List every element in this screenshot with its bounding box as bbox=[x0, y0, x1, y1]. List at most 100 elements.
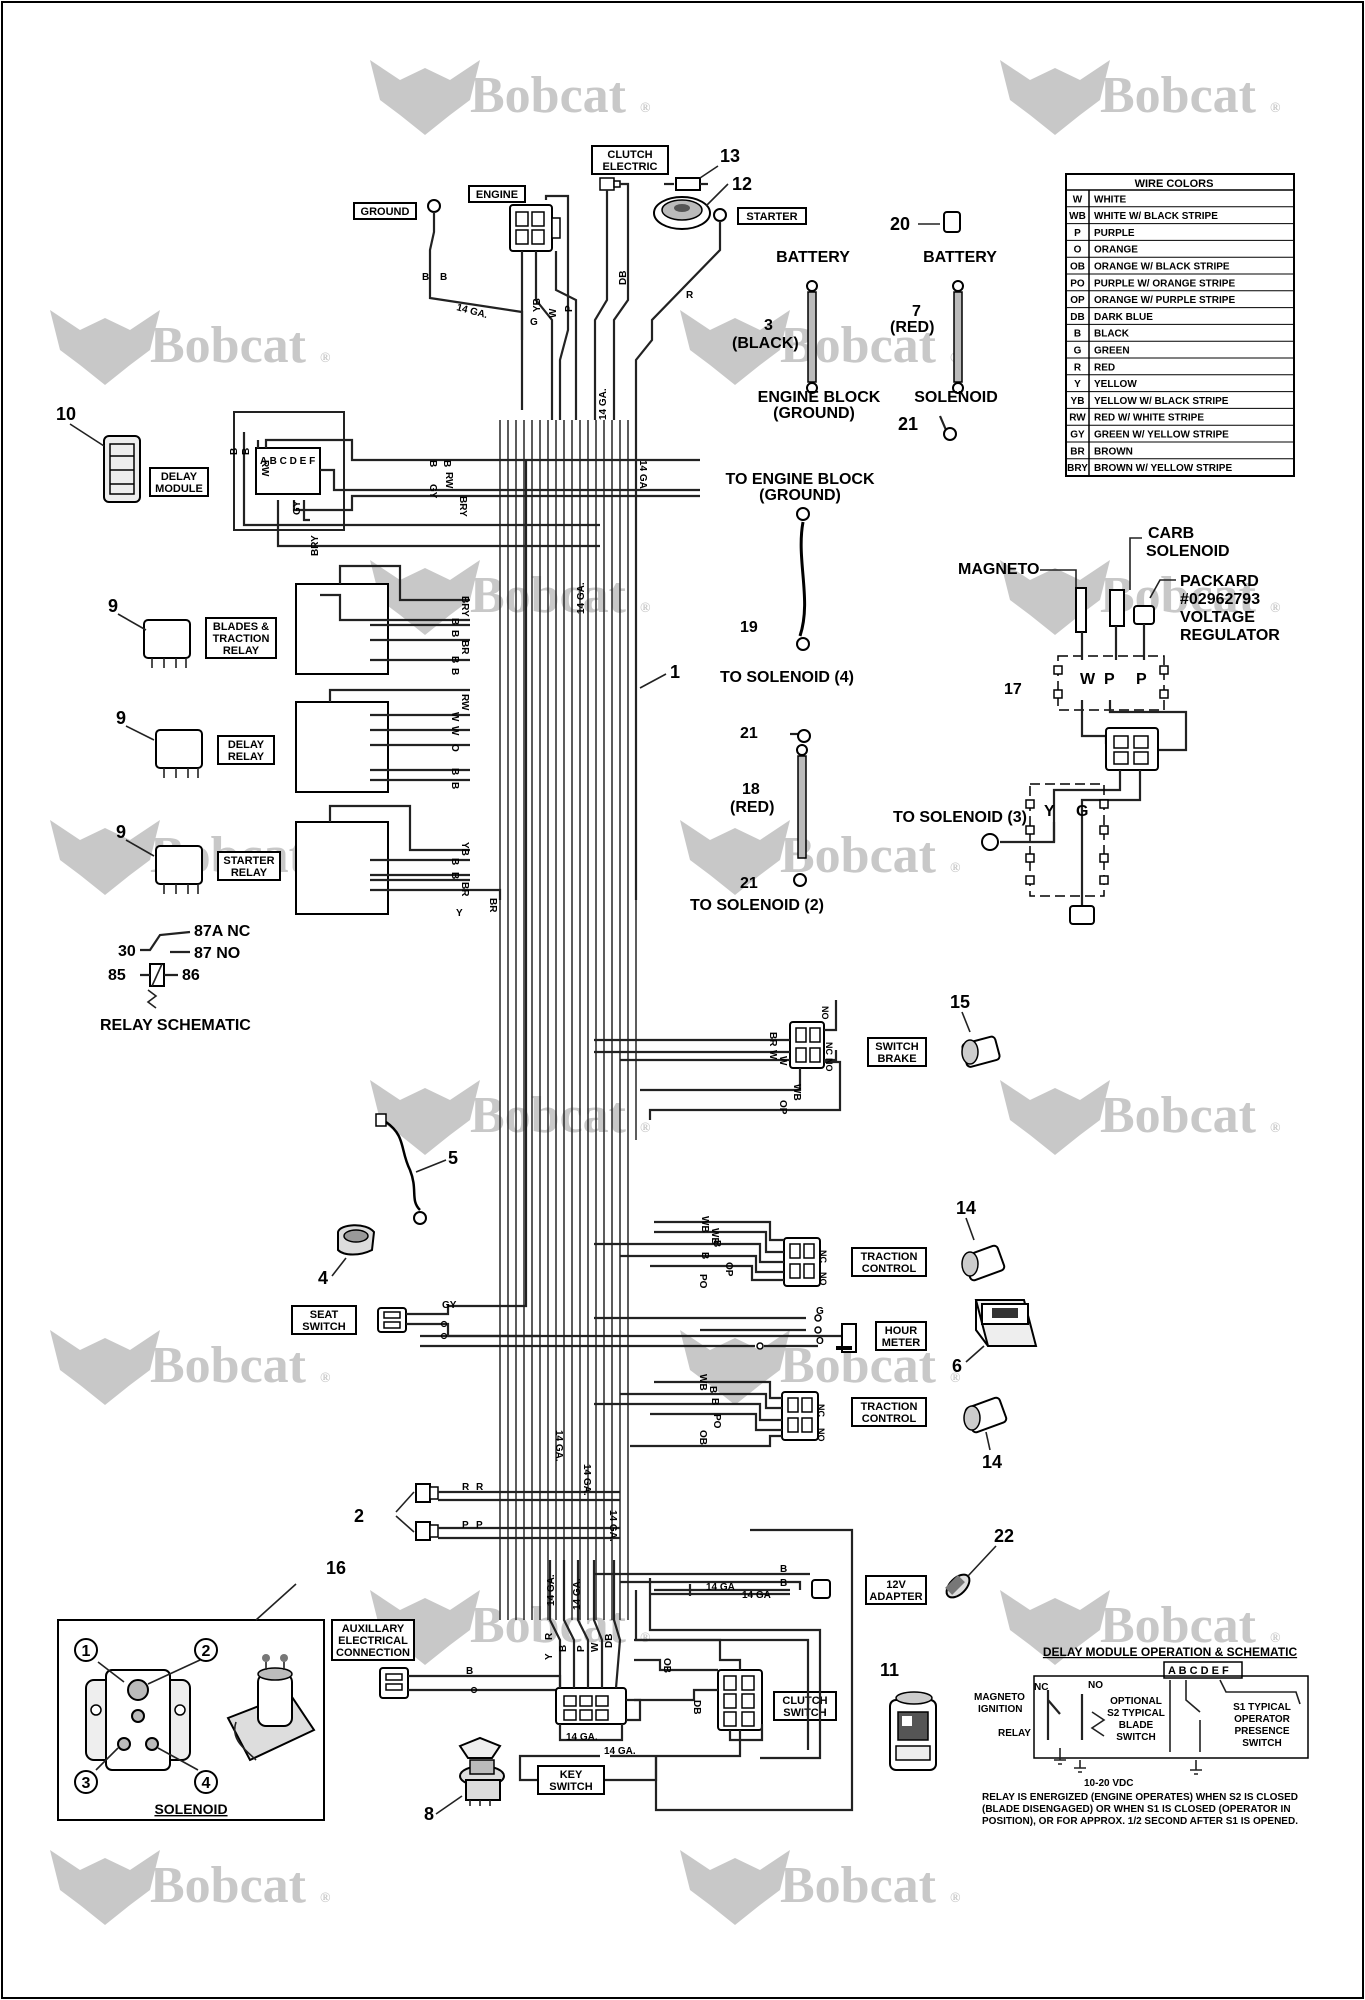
solenoid-detail: 1 2 3 4 SOLENOID bbox=[57, 1583, 325, 1821]
wire-code-b: B bbox=[466, 1666, 473, 1677]
wire-code-no: NO bbox=[824, 1058, 834, 1072]
s1-label: SWITCH bbox=[1242, 1738, 1281, 1749]
traction-control-label: CONTROL bbox=[862, 1413, 917, 1425]
key-switch-label: KEY bbox=[560, 1769, 583, 1781]
traction-control-connector: NC NO WB B B PO OB TRACTION CONTROL bbox=[594, 1374, 927, 1448]
relay-label: RELAY bbox=[998, 1728, 1031, 1739]
callout-21: 21 bbox=[740, 875, 758, 892]
wire-code-p: P bbox=[576, 1645, 587, 1652]
wire-code-b: B bbox=[422, 272, 429, 283]
wire-color-code: YB bbox=[1071, 396, 1085, 407]
wire-color-name: YELLOW W/ BLACK STRIPE bbox=[1094, 396, 1229, 407]
watermark: Bobcat® bbox=[370, 1080, 651, 1155]
watermark-text: Bobcat bbox=[470, 67, 627, 124]
wire-code-b: B bbox=[441, 460, 452, 467]
solenoid-terminal-1: 1 bbox=[82, 1643, 91, 1660]
wire-code-db: DB bbox=[618, 271, 629, 285]
wire-color-code: BR bbox=[1070, 446, 1085, 457]
gauge-label: 14 GA. bbox=[598, 388, 609, 420]
starter-relay-label: RELAY bbox=[231, 867, 268, 879]
watermark: Bobcat® bbox=[680, 1850, 961, 1925]
starter-relay: STARTER RELAY bbox=[155, 804, 502, 915]
wire-code-b: B bbox=[241, 448, 252, 455]
traction-control-label: TRACTION bbox=[861, 1401, 918, 1413]
wire-code-b: B bbox=[449, 668, 460, 675]
wire-code-yb: YB bbox=[459, 842, 470, 856]
solenoid-title: SOLENOID bbox=[154, 1801, 227, 1817]
s1-label: OPERATOR bbox=[1234, 1714, 1291, 1725]
wire-color-name: ORANGE W/ PURPLE STRIPE bbox=[1094, 295, 1235, 306]
wire-code-p: P bbox=[462, 1520, 469, 1531]
engine-block-label: ENGINE BLOCK bbox=[758, 389, 881, 406]
lower-loop-wiring: 14 GA. bbox=[518, 1528, 854, 1812]
s2-label: SWITCH bbox=[1116, 1732, 1155, 1743]
wire-color-code: RW bbox=[1069, 413, 1086, 424]
wire-color-code: WB bbox=[1069, 211, 1086, 222]
schematic-note: POSITION), OR FOR APPROX. 1/2 SECOND AFT… bbox=[982, 1816, 1298, 1827]
wire-color-name: BROWN W/ YELLOW STRIPE bbox=[1094, 463, 1232, 474]
clutch-switch-connector: OB DB CLUTCH SWITCH bbox=[610, 1638, 837, 1758]
schematic-pins: A B C D E F bbox=[1168, 1665, 1229, 1677]
watermark-mark: ® bbox=[320, 1371, 331, 1386]
wire-code-b: B bbox=[440, 272, 447, 283]
solenoid-cable-18: 21 18 (RED) 21 TO SOLENOID (2) bbox=[690, 725, 824, 914]
wire-color-code: OP bbox=[1070, 295, 1085, 306]
engine-label: ENGINE bbox=[476, 189, 518, 201]
engine-block-label: (GROUND) bbox=[773, 405, 855, 422]
wire-color-code: GY bbox=[1070, 430, 1085, 441]
watermark-text: Bobcat bbox=[1100, 567, 1257, 624]
wire-code-b: B bbox=[449, 618, 460, 625]
callout-11: 11 bbox=[880, 1660, 899, 1680]
clutch-electric-label: ELECTRIC bbox=[603, 161, 658, 173]
wire-color-name: GREEN bbox=[1094, 346, 1130, 357]
watermark-mark: ® bbox=[950, 1891, 961, 1906]
solenoid-label: SOLENOID bbox=[914, 389, 998, 406]
delay-relay-label: RELAY bbox=[228, 751, 265, 763]
wire-code-w: W bbox=[449, 726, 460, 736]
ground-cable-19: TO ENGINE BLOCK (GROUND) 19 TO SOLENOID … bbox=[720, 471, 875, 686]
callout-1: 1 bbox=[670, 662, 680, 682]
wire-code-y: Y bbox=[456, 908, 463, 919]
wire-code-r: R bbox=[476, 1482, 484, 1493]
regulator-pin-p: P bbox=[1104, 671, 1115, 688]
callout-21: 21 bbox=[898, 414, 918, 434]
carb-label: SOLENOID bbox=[1146, 543, 1230, 560]
watermark-mark: ® bbox=[950, 1371, 961, 1386]
relay-schematic-title: RELAY SCHEMATIC bbox=[100, 1017, 251, 1034]
wire-color-code: W bbox=[1073, 194, 1083, 205]
sensor-cable-icon bbox=[375, 1113, 427, 1225]
watermark-mark: ® bbox=[1270, 601, 1281, 616]
gauge-label: 14 GA. bbox=[637, 460, 648, 492]
wire-code-nc: NC bbox=[818, 1250, 828, 1263]
regulator-pin-g: G bbox=[1076, 803, 1088, 820]
wire-color-name: ORANGE bbox=[1094, 245, 1138, 256]
wire-color-code: B bbox=[1074, 329, 1081, 340]
wire-colors-title: WIRE COLORS bbox=[1135, 178, 1214, 190]
callout-4: 4 bbox=[318, 1268, 328, 1288]
callout-9: 9 bbox=[108, 596, 118, 616]
solenoid-terminal-4: 4 bbox=[202, 1775, 211, 1792]
callout-16: 16 bbox=[326, 1558, 346, 1578]
wire-code-w: W bbox=[548, 308, 559, 318]
wire-color-name: YELLOW bbox=[1094, 379, 1137, 390]
black-label: (BLACK) bbox=[732, 335, 799, 352]
gauge-label: 14 GA. bbox=[607, 1510, 618, 1542]
delay-relay: DELAY RELAY bbox=[155, 688, 470, 793]
callout-13: 13 bbox=[720, 146, 740, 166]
watermark: Bobcat ® bbox=[1000, 560, 1281, 635]
magneto-label: MAGNETO bbox=[958, 561, 1039, 578]
wire-color-code: Y bbox=[1074, 379, 1081, 390]
wire-code-po: PO bbox=[697, 1274, 708, 1289]
switch-brake-label: BRAKE bbox=[877, 1053, 916, 1065]
seat-switch-label: SEAT bbox=[310, 1309, 339, 1321]
key-switch-icon bbox=[458, 1736, 505, 1806]
callout-19: 19 bbox=[740, 619, 758, 636]
wire-code-db: DB bbox=[691, 1700, 702, 1714]
watermark: Bobcat® bbox=[680, 820, 961, 895]
ring-terminal-icon bbox=[938, 415, 957, 441]
s2-label: OPTIONAL bbox=[1110, 1696, 1162, 1707]
to-solenoid-2-label: TO SOLENOID (2) bbox=[690, 897, 824, 914]
magneto-ignition-label: IGNITION bbox=[978, 1704, 1022, 1715]
